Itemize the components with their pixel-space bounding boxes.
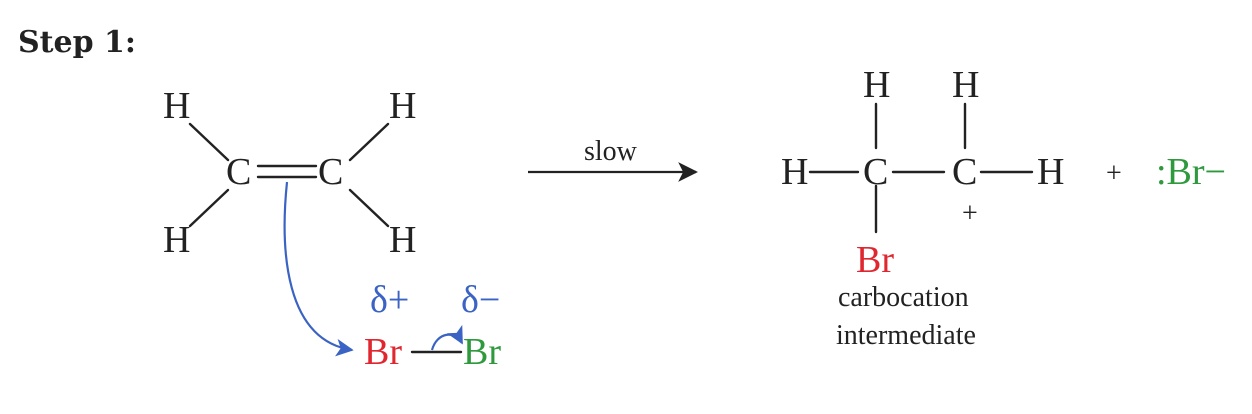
c-left: C xyxy=(226,151,251,193)
h-top-right: H xyxy=(389,85,416,127)
caption-carbocation: carbocation xyxy=(838,282,969,313)
bond-h-c-top-left xyxy=(188,122,230,162)
bond-cleavage-curly-arrow-icon xyxy=(430,324,463,351)
bond-h-c-bottom-right xyxy=(348,188,390,228)
br-left: Br xyxy=(364,331,402,373)
h-bottom-left: H xyxy=(163,219,190,261)
h-bottom-right: H xyxy=(389,219,416,261)
product-h-right: H xyxy=(1037,151,1064,193)
bond-h-c-bottom-left xyxy=(188,188,230,228)
product-br: Br xyxy=(856,239,894,281)
h-top-left: H xyxy=(163,85,190,127)
carbocation-plus-charge: + xyxy=(962,198,978,229)
bond-h-c-top-right xyxy=(348,122,390,162)
bromide-ion: :Br− xyxy=(1156,151,1226,193)
byproduct-plus: + xyxy=(1106,158,1122,189)
pi-bond-curly-arrow-icon xyxy=(283,181,354,357)
delta-minus: δ− xyxy=(461,279,500,321)
product-c-2: C xyxy=(952,151,977,193)
delta-plus: δ+ xyxy=(370,279,409,321)
product-h-top-2: H xyxy=(952,64,979,106)
c-right: C xyxy=(318,151,343,193)
arrow-label: slow xyxy=(584,136,638,167)
step-label: Step 1: xyxy=(18,25,136,60)
caption-intermediate: intermediate xyxy=(836,320,976,351)
product-h-left: H xyxy=(781,151,808,193)
br-right: Br xyxy=(463,331,501,373)
product-h-top-1: H xyxy=(863,64,890,106)
